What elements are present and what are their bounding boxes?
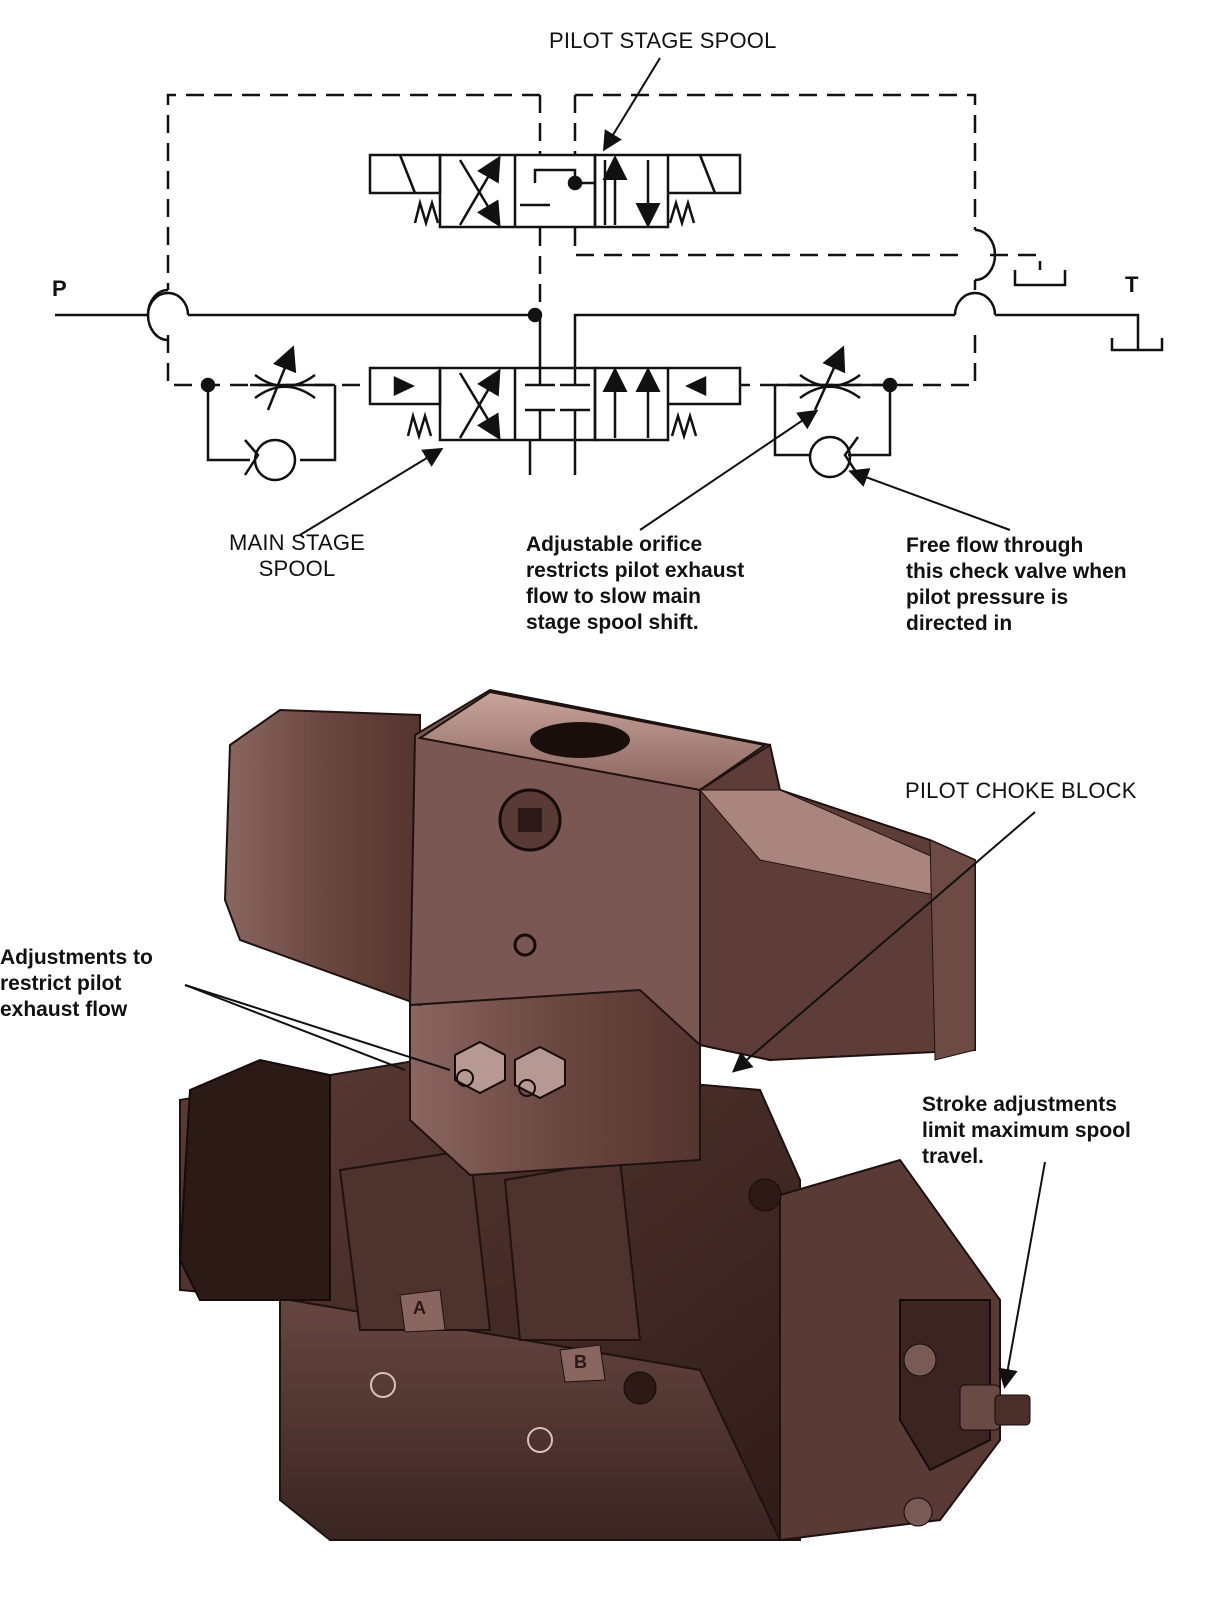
check-note-line: pilot pressure is xyxy=(906,586,1069,609)
adjust-note-line: restrict pilot xyxy=(0,972,122,995)
pressure-line xyxy=(55,291,543,370)
tank-line xyxy=(573,228,1164,370)
orifice-note-line: flow to slow main xyxy=(526,585,702,608)
pilot-stage-valve xyxy=(368,153,742,229)
adjust-note-line: exhaust flow xyxy=(0,998,128,1021)
main-stage-label-line2: SPOOL xyxy=(258,556,336,581)
check-note-line: Free flow through xyxy=(906,534,1084,557)
port-p-label: P xyxy=(52,276,67,301)
orifice-note-line: stage spool shift. xyxy=(526,611,699,634)
main-stage-label-line1: MAIN STAGE xyxy=(228,530,366,555)
adjust-note-line: Adjustments to xyxy=(0,946,153,969)
crossover-hump xyxy=(146,288,169,342)
valve-photo xyxy=(178,688,1031,1542)
port-a-tag: A xyxy=(413,1298,426,1318)
adjustments-note: Adjustments to restrict pilot exhaust fl… xyxy=(0,945,153,1023)
check-valve-note: Free flow through this check valve when … xyxy=(906,533,1127,637)
left-choke-check xyxy=(200,345,337,482)
port-t-label: T xyxy=(1125,272,1139,297)
photo-leaders xyxy=(184,811,1046,1389)
stroke-adjustments-note: Stroke adjustments limit maximum spool t… xyxy=(922,1092,1131,1170)
check-note-line: directed in xyxy=(906,612,1013,635)
adjustable-orifice-note: Adjustable orifice restricts pilot exhau… xyxy=(526,532,744,636)
check-note-line: this check valve when xyxy=(906,560,1127,583)
orifice-note-line: Adjustable orifice xyxy=(526,533,703,556)
schematic-leaders xyxy=(299,57,1011,536)
stroke-note-line: travel. xyxy=(922,1145,984,1168)
pilot-choke-block-label: PILOT CHOKE BLOCK xyxy=(905,778,1137,803)
pilot-drain-tank-icon xyxy=(1013,270,1067,287)
main-stage-spool-label: MAIN STAGE SPOOL xyxy=(222,530,372,582)
right-choke-check xyxy=(773,345,898,479)
main-stage-valve xyxy=(368,366,742,475)
orifice-note-line: restricts pilot exhaust xyxy=(526,559,745,582)
stroke-note-line: limit maximum spool xyxy=(922,1119,1131,1142)
pilot-stage-spool-label: PILOT STAGE SPOOL xyxy=(549,28,777,53)
port-b-tag: B xyxy=(574,1352,587,1372)
stroke-note-line: Stroke adjustments xyxy=(922,1093,1117,1116)
pilot-dashed-lines xyxy=(166,93,1042,387)
